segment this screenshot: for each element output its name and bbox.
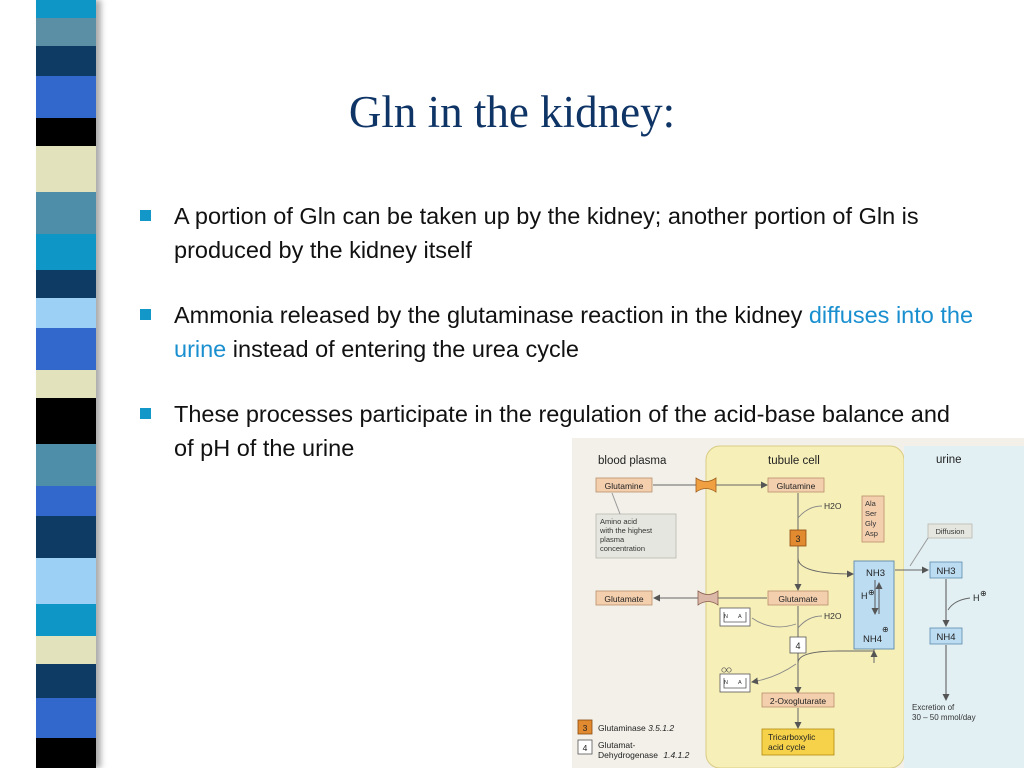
enzyme-4-box xyxy=(789,636,807,654)
h-urine-label: H xyxy=(973,593,980,603)
svg-text:N: N xyxy=(724,614,728,620)
header-blood-plasma: blood plasma xyxy=(598,455,667,467)
amino-acids-box xyxy=(861,495,885,543)
legend-enzyme-3-number: 3 xyxy=(583,723,588,733)
glutamine-cell-label: Glutamine xyxy=(777,481,816,491)
tca-cycle-box xyxy=(761,728,835,756)
ammonia-release-curve-2 xyxy=(797,649,875,664)
legend-enzyme-3-name: Glutaminase 3.5.1.2 xyxy=(598,723,674,733)
amino-acid-note-text: Amino acid with the highest plasma conce… xyxy=(599,517,654,553)
glutamine-plasma-label: Glutamine xyxy=(605,481,644,491)
glutamate-cell-label: Glutamate xyxy=(778,594,817,604)
bullet-text: Ammonia released by the glutaminase reac… xyxy=(174,298,974,366)
coenzyme-reduced-icon: N A xyxy=(719,667,751,693)
diffusion-note-box xyxy=(927,523,973,539)
legend-enzyme-4-number: 4 xyxy=(583,743,588,753)
glutamate-plasma-label: Glutamate xyxy=(604,594,643,604)
bullet-text: A portion of Gln can be taken up by the … xyxy=(174,203,919,263)
diffusion-pointer xyxy=(909,537,929,567)
amino-acids-list: Ala Ser Gly Asp xyxy=(865,499,879,538)
urine-area xyxy=(904,446,1024,768)
water-label-2: H2O xyxy=(824,611,842,621)
amino-acid-note-box xyxy=(595,513,677,559)
svg-text:A: A xyxy=(738,680,742,686)
nh3-urine-box xyxy=(929,561,963,579)
svg-text:N: N xyxy=(724,680,728,686)
nh4-cell-label: NH4 xyxy=(863,634,882,645)
slide-title: Gln in the kidney: xyxy=(348,87,676,137)
square-bullet-icon xyxy=(140,408,151,419)
proton-input-curve xyxy=(947,597,971,611)
glutamine-plasma-box xyxy=(595,477,653,493)
enzyme-4-label: 4 xyxy=(795,641,800,651)
glutamate-plasma-box xyxy=(595,590,653,606)
nh3-cell-label: NH3 xyxy=(866,568,885,579)
h-cell-label: H xyxy=(861,591,868,601)
proton-urine-plus-icon: ⊕ xyxy=(980,589,987,598)
enzyme-3-label: 3 xyxy=(795,534,800,544)
glutamate-cell-box xyxy=(767,590,829,606)
nh4-urine-label: NH4 xyxy=(936,632,955,643)
diffusion-label: Diffusion xyxy=(935,527,964,536)
legend-enzyme-3-swatch xyxy=(577,719,593,735)
water-label: H2O xyxy=(824,501,842,511)
header-tubule-cell: tubule cell xyxy=(768,455,820,467)
legend-enzyme-4-swatch xyxy=(577,739,593,755)
coenzyme-output-curve xyxy=(751,663,797,685)
glutamine-transporter-icon xyxy=(695,477,717,493)
nh4-urine-box xyxy=(929,627,963,645)
coenzyme-icon: N A xyxy=(719,607,751,627)
tca-cycle-label: Tricarboxylic acid cycle xyxy=(768,732,818,752)
highlighted-text: diffuses into the urine xyxy=(174,302,974,362)
bullet-text-part: Ammonia released by the glutaminase reac… xyxy=(174,302,809,328)
ammonia-cell-box xyxy=(853,560,895,650)
ammonium-plus-icon: ⊕ xyxy=(882,625,889,634)
enzyme-3-box xyxy=(789,529,807,547)
glutamine-cell-box xyxy=(767,477,825,493)
header-urine: urine xyxy=(936,454,962,466)
bullet-text-part: instead of entering the urea cycle xyxy=(226,336,579,362)
decorative-stripe-bar xyxy=(36,0,96,768)
proton-plus-icon: ⊕ xyxy=(868,588,875,597)
glutamate-transporter-icon xyxy=(697,590,719,606)
oxoglutarate-box xyxy=(761,692,835,708)
legend-enzyme-4-name: Glutamat- Dehydrogenase 1.4.1.2 xyxy=(598,740,690,760)
water-input-curve-2 xyxy=(797,615,823,629)
oxoglutarate-label: 2-Oxoglutarate xyxy=(770,696,826,706)
glutamine-metabolism-diagram: blood plasma tubule cell urine Glutamine… xyxy=(572,438,1024,768)
square-bullet-icon xyxy=(140,210,151,221)
ammonia-release-arrow xyxy=(797,557,854,578)
svg-text:A: A xyxy=(738,614,742,620)
nh3-urine-label: NH3 xyxy=(936,566,955,577)
square-bullet-icon xyxy=(140,309,151,320)
excretion-label: Excretion of 30 – 50 mmol/day xyxy=(912,703,976,722)
bullet-text: These processes participate in the regul… xyxy=(174,401,950,461)
water-input-curve xyxy=(797,505,823,519)
note-pointer xyxy=(611,492,621,515)
coenzyme-input-curve xyxy=(751,617,797,628)
